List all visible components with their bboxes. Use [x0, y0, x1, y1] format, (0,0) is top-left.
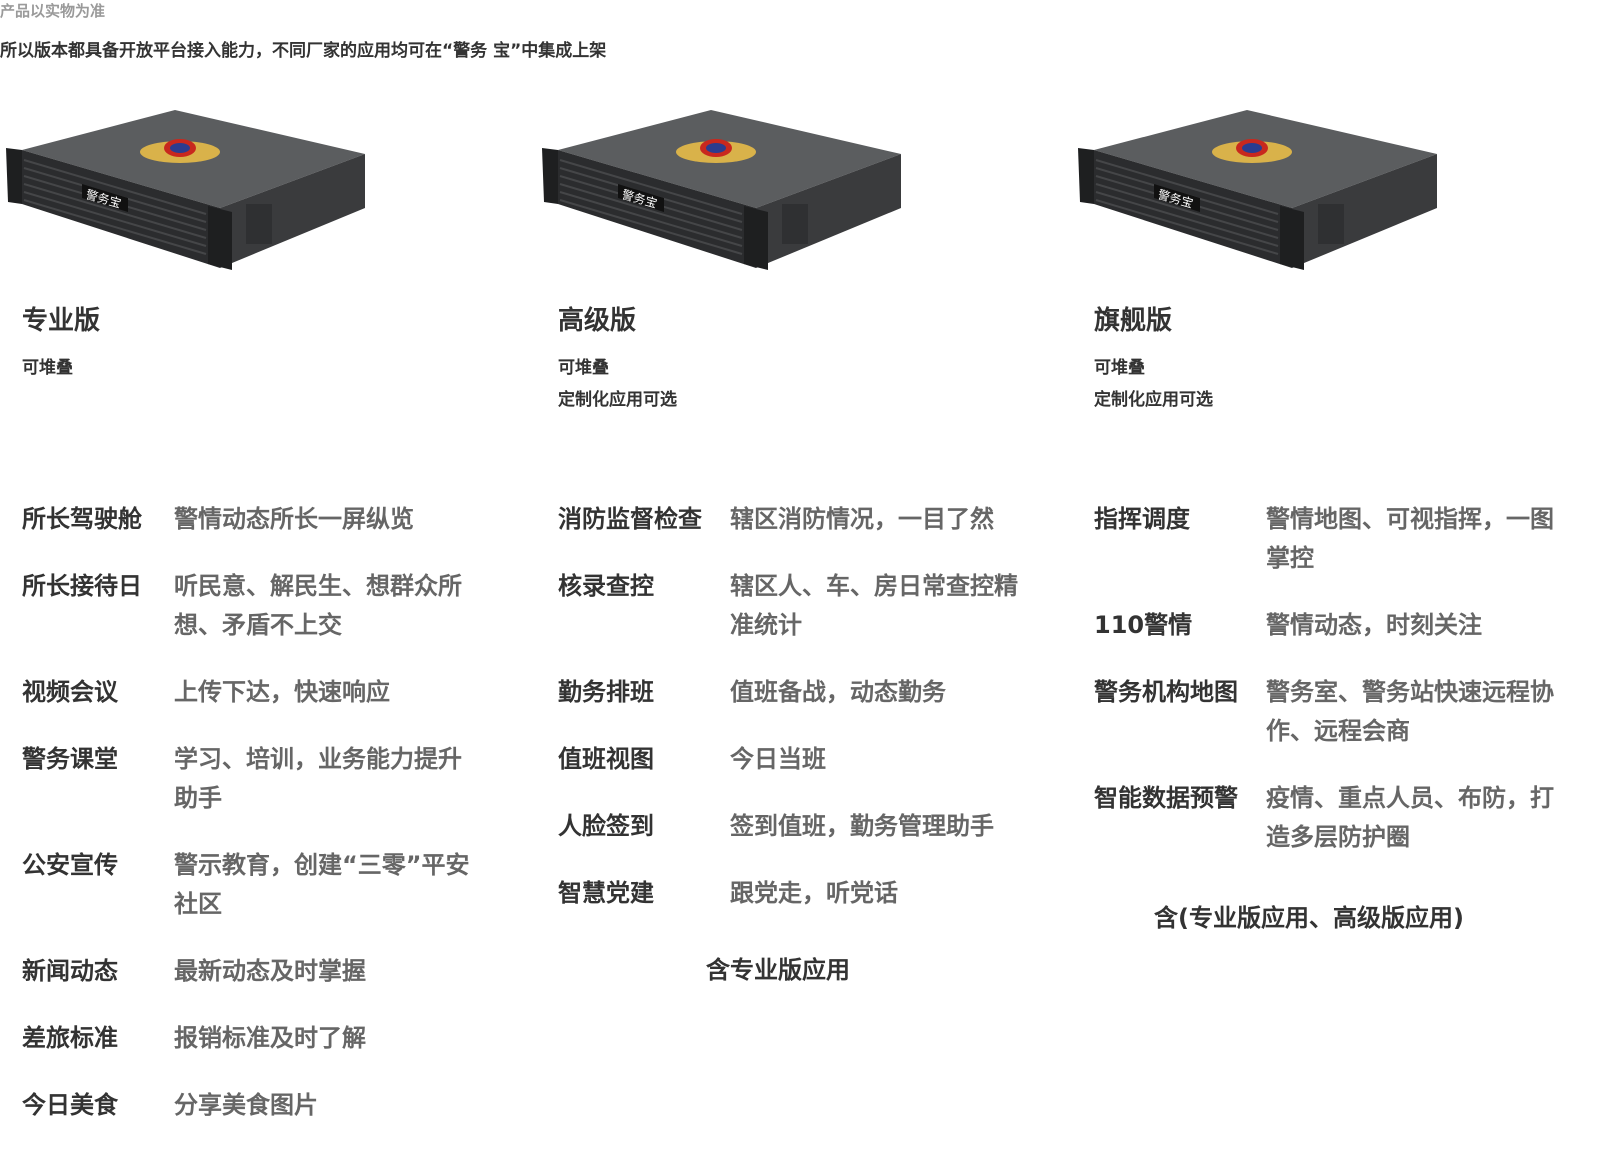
- app-item: 人脸签到 签到值班，勤务管理助手: [558, 807, 1030, 846]
- app-name: 核录查控: [558, 572, 654, 600]
- app-desc: 签到值班，勤务管理助手: [730, 812, 994, 840]
- app-name: 指挥调度: [1094, 505, 1190, 533]
- app-item: 值班视图 今日当班: [558, 740, 1030, 779]
- feature-item: 可堆叠: [1094, 358, 1145, 378]
- edition-column-advanced: 警务宝 高级版 可堆叠 定制化应用可选 消防监督检查辖区消防情况，一目了然 核录…: [536, 0, 1071, 1168]
- product-note: 产品以实物为准: [0, 2, 106, 20]
- app-item: 智能数据预警疫情、重点人员、布防，打造多层防护圈: [1094, 779, 1556, 857]
- app-desc: 上传下达，快速响应: [174, 678, 390, 706]
- server-device-image: 警务宝: [542, 110, 901, 270]
- app-desc: 辖区人、车、房日常查控精准统计: [730, 572, 1018, 639]
- app-desc: 警示教育，创建“三零”平安社区: [174, 851, 470, 918]
- app-desc: 警务室、警务站快速远程协作、远程会商: [1266, 678, 1554, 745]
- app-name: 110警情: [1094, 611, 1193, 639]
- app-name: 今日美食: [22, 1091, 118, 1119]
- app-name: 警务课堂: [22, 745, 118, 773]
- app-item: 110警情 警情动态，时刻关注: [1094, 606, 1556, 645]
- app-list: 所长驾驶舱 警情动态所长一屏纵览 所长接待日 听民意、解民生、想群众所想、矛盾不上交…: [22, 500, 474, 1153]
- app-desc: 警情动态，时刻关注: [1266, 611, 1482, 639]
- app-name: 值班视图: [558, 745, 654, 773]
- app-name: 视频会议: [22, 678, 118, 706]
- intro-text: 所以版本都具备开放平台接入能力，不同厂家的应用均可在“警务 宝”中集成上架: [0, 41, 607, 61]
- app-item: 警务机构地图警务室、警务站快速远程协作、远程会商: [1094, 673, 1556, 751]
- app-item: 所长接待日 听民意、解民生、想群众所想、矛盾不上交: [22, 567, 474, 645]
- feature-item: 可堆叠: [22, 358, 73, 378]
- app-desc: 今日当班: [730, 745, 826, 773]
- server-device-image: 警务宝: [1078, 110, 1437, 270]
- app-desc: 报销标准及时了解: [174, 1024, 366, 1052]
- app-item: 勤务排班 值班备战，动态勤务: [558, 673, 1030, 712]
- edition-column-flagship: 警务宝 旗舰版 可堆叠 定制化应用可选 指挥调度 警情地图、可视指挥，一图掌控 1…: [1072, 0, 1600, 1168]
- edition-features: 可堆叠: [22, 352, 73, 384]
- app-desc: 最新动态及时掌握: [174, 957, 366, 985]
- includes-note: 含(专业版应用、高级版应用): [1154, 904, 1464, 932]
- app-desc: 跟党走，听党话: [730, 879, 898, 907]
- feature-item: 定制化应用可选: [558, 390, 677, 410]
- app-item: 公安宣传 警示教育，创建“三零”平安社区: [22, 846, 474, 924]
- app-desc: 听民意、解民生、想群众所想、矛盾不上交: [174, 572, 462, 639]
- app-name: 所长接待日: [22, 572, 142, 600]
- app-name: 新闻动态: [22, 957, 118, 985]
- app-name: 人脸签到: [558, 812, 654, 840]
- app-desc: 值班备战，动态勤务: [730, 678, 946, 706]
- app-item: 警务课堂 学习、培训，业务能力提升助手: [22, 740, 474, 818]
- feature-item: 定制化应用可选: [1094, 390, 1213, 410]
- app-desc: 学习、培训，业务能力提升助手: [174, 745, 462, 812]
- edition-features: 可堆叠 定制化应用可选: [1094, 352, 1213, 416]
- police-badge-icon: [140, 139, 220, 163]
- app-item: 今日美食 分享美食图片: [22, 1086, 474, 1125]
- app-name: 智能数据预警: [1094, 784, 1238, 812]
- edition-name: 专业版: [22, 306, 101, 336]
- app-name: 公安宣传: [22, 851, 118, 879]
- app-desc: 警情地图、可视指挥，一图掌控: [1266, 505, 1554, 572]
- police-badge-icon: [676, 139, 756, 163]
- app-item: 所长驾驶舱 警情动态所长一屏纵览: [22, 500, 474, 539]
- app-item: 核录查控 辖区人、车、房日常查控精准统计: [558, 567, 1030, 645]
- app-item: 智慧党建 跟党走，听党话: [558, 874, 1030, 913]
- app-list: 指挥调度 警情地图、可视指挥，一图掌控 110警情 警情动态，时刻关注 警务机构地图…: [1094, 500, 1556, 885]
- edition-column-professional: 警务宝 专业版 可堆叠 所长驾驶舱 警情动态所长一屏纵览 所长接待日 听民意、解民生…: [0, 0, 535, 1168]
- police-badge-icon: [1212, 139, 1292, 163]
- app-item: 消防监督检查辖区消防情况，一目了然: [558, 500, 1030, 539]
- includes-note: 含专业版应用: [706, 956, 850, 984]
- edition-features: 可堆叠 定制化应用可选: [558, 352, 677, 416]
- app-item: 指挥调度 警情地图、可视指挥，一图掌控: [1094, 500, 1556, 578]
- edition-name: 高级版: [558, 306, 637, 336]
- app-list: 消防监督检查辖区消防情况，一目了然 核录查控 辖区人、车、房日常查控精准统计 勤务…: [558, 500, 1030, 941]
- app-item: 差旅标准 报销标准及时了解: [22, 1019, 474, 1058]
- edition-name: 旗舰版: [1094, 306, 1173, 336]
- app-name: 勤务排班: [558, 678, 654, 706]
- app-name: 消防监督检查: [558, 505, 702, 533]
- app-item: 视频会议 上传下达，快速响应: [22, 673, 474, 712]
- app-desc: 分享美食图片: [174, 1091, 318, 1119]
- app-desc: 警情动态所长一屏纵览: [174, 505, 414, 533]
- app-desc: 辖区消防情况，一目了然: [730, 505, 994, 533]
- feature-item: 可堆叠: [558, 358, 609, 378]
- app-name: 所长驾驶舱: [22, 505, 142, 533]
- app-name: 智慧党建: [558, 879, 654, 907]
- app-name: 警务机构地图: [1094, 678, 1238, 706]
- app-item: 新闻动态 最新动态及时掌握: [22, 952, 474, 991]
- app-desc: 疫情、重点人员、布防，打造多层防护圈: [1266, 784, 1554, 851]
- server-device-image: 警务宝: [6, 110, 365, 270]
- app-name: 差旅标准: [22, 1024, 118, 1052]
